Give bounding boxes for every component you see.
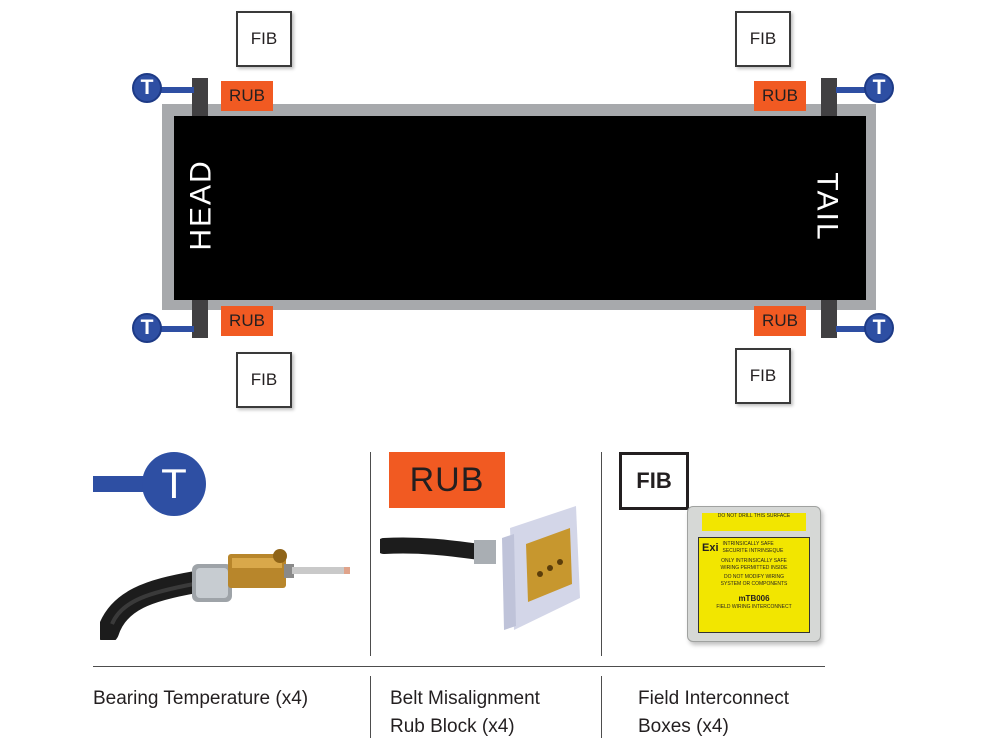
bearing-post-tail-top	[821, 78, 837, 116]
fib-box-tail-top: FIB	[735, 11, 791, 67]
rub-label: RUB	[762, 86, 798, 105]
temp-sensor-arm	[160, 87, 194, 93]
bearing-post-head-bottom	[192, 300, 208, 338]
fib-box-head-top: FIB	[236, 11, 292, 67]
temp-label: T	[140, 76, 154, 99]
caption-field-interconnect: Field Interconnect Boxes (x4)	[638, 685, 789, 741]
rub-label: RUB	[229, 86, 265, 105]
legend-divider	[601, 452, 602, 656]
legend-temp-symbol: T	[142, 452, 206, 516]
head-label: HEAD	[184, 159, 218, 251]
bearing-temperature-sensor-image	[100, 549, 350, 640]
fib-warning-label: DO NOT DRILL THIS SURFACE	[702, 513, 806, 531]
rub-block-head-bottom: RUB	[221, 306, 273, 336]
fib-label: FIB	[749, 29, 777, 48]
fib-box-head-bottom: FIB	[236, 352, 292, 408]
legend-rule	[93, 666, 825, 667]
caption-bearing-temperature: Bearing Temperature (x4)	[93, 688, 309, 709]
legend-fib-symbol: FIB	[619, 452, 689, 510]
temp-label: T	[872, 316, 886, 339]
caption-fib-line1: Field Interconnect	[638, 688, 790, 709]
caption-divider	[370, 676, 371, 738]
bearing-post-head-top	[192, 78, 208, 116]
caption-rub-block: Belt Misalignment Rub Block (x4)	[390, 685, 540, 741]
legend-rub-label: RUB	[409, 460, 485, 499]
temp-label: T	[140, 316, 154, 339]
caption-divider	[601, 676, 602, 738]
temp-sensor-head-top: T	[132, 73, 162, 103]
rub-label: RUB	[229, 311, 265, 330]
legend-temp-label: T	[161, 460, 187, 507]
temp-label: T	[872, 76, 886, 99]
fib-label: FIB	[749, 366, 777, 385]
conveyor-belt	[174, 116, 866, 300]
fib-box-tail-bottom: FIB	[735, 348, 791, 404]
fib-exi-label: Exi	[702, 541, 719, 554]
rub-block-head-top: RUB	[221, 81, 273, 111]
fib-label: FIB	[250, 29, 278, 48]
rub-block-tail-top: RUB	[754, 81, 806, 111]
temp-sensor-tail-top: T	[864, 73, 894, 103]
temp-sensor-arm	[836, 326, 870, 332]
caption-rub-line1: Belt Misalignment	[390, 688, 540, 709]
caption-rub-line2: Rub Block (x4)	[390, 716, 515, 737]
temp-sensor-head-bottom: T	[132, 313, 162, 343]
legend-divider	[370, 452, 371, 656]
temp-sensor-tail-bottom: T	[864, 313, 894, 343]
temp-sensor-arm	[836, 87, 870, 93]
temp-sensor-arm	[160, 326, 194, 332]
tail-label: TAIL	[810, 172, 844, 242]
caption-fib-line2: Boxes (x4)	[638, 716, 729, 737]
bearing-post-tail-bottom	[821, 300, 837, 338]
fib-label: FIB	[250, 370, 278, 389]
legend-rub-symbol: RUB	[389, 452, 505, 508]
field-interconnect-box-image: DO NOT DRILL THIS SURFACE Exi INTRINSICA…	[687, 506, 821, 642]
legend-fib-label: FIB	[636, 468, 672, 493]
rub-block-image	[380, 506, 580, 630]
rub-block-tail-bottom: RUB	[754, 306, 806, 336]
fib-main-label: Exi INTRINSICALLY SAFE SECURITE INTRINSE…	[698, 537, 810, 633]
rub-label: RUB	[762, 311, 798, 330]
